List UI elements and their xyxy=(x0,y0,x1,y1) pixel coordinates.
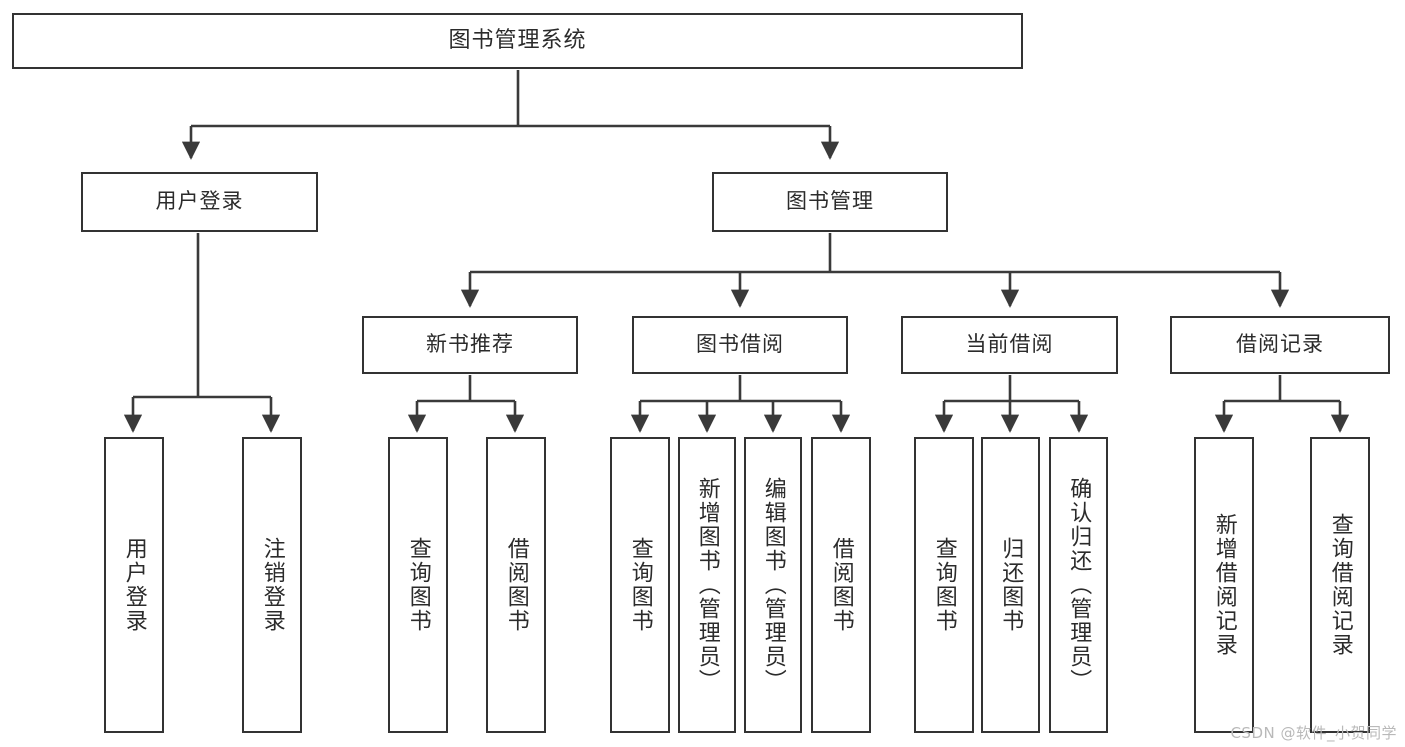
node-label: 确认归还（管理员） xyxy=(1066,477,1092,693)
node-label: 图书管理系统 xyxy=(448,27,587,53)
csdn-watermark: CSDN @软件_小贺同学 xyxy=(1230,724,1397,742)
node-label: 新增借阅记录 xyxy=(1211,513,1237,657)
node-label: 借阅图书 xyxy=(503,537,529,633)
leaf-query-borrow-record[interactable]: 查询借阅记录 xyxy=(1310,437,1370,733)
node-label: 查询图书 xyxy=(405,537,431,633)
node-root-system[interactable]: 图书管理系统 xyxy=(12,13,1023,69)
node-user-login[interactable]: 用户登录 xyxy=(81,172,318,232)
node-label: 归还图书 xyxy=(998,537,1024,633)
node-label: 新书推荐 xyxy=(426,332,514,357)
leaf-add-borrow-record[interactable]: 新增借阅记录 xyxy=(1194,437,1254,733)
leaf-borrow-book[interactable]: 借阅图书 xyxy=(811,437,871,733)
node-label: 查询图书 xyxy=(931,537,957,633)
node-label: 图书管理 xyxy=(786,189,874,214)
leaf-add-book-admin[interactable]: 新增图书（管理员） xyxy=(678,437,736,733)
leaf-borrow-book-recommend[interactable]: 借阅图书 xyxy=(486,437,546,733)
leaf-query-book-current[interactable]: 查询图书 xyxy=(914,437,974,733)
leaf-edit-book-admin[interactable]: 编辑图书（管理员） xyxy=(744,437,802,733)
node-label: 新增图书（管理员） xyxy=(694,477,720,693)
node-label: 图书借阅 xyxy=(696,332,784,357)
node-label: 借阅记录 xyxy=(1236,332,1324,357)
node-label: 查询借阅记录 xyxy=(1327,513,1353,657)
node-book-borrow[interactable]: 图书借阅 xyxy=(632,316,848,374)
node-label: 当前借阅 xyxy=(965,332,1054,357)
node-label: 借阅图书 xyxy=(828,537,854,633)
leaf-logout[interactable]: 注销登录 xyxy=(242,437,302,733)
node-label: 编辑图书（管理员） xyxy=(760,477,786,693)
leaf-return-book[interactable]: 归还图书 xyxy=(981,437,1040,733)
node-label: 用户登录 xyxy=(155,189,244,214)
leaf-query-book-recommend[interactable]: 查询图书 xyxy=(388,437,448,733)
node-label: 注销登录 xyxy=(259,537,285,633)
leaf-query-book-borrow[interactable]: 查询图书 xyxy=(610,437,670,733)
leaf-user-login[interactable]: 用户登录 xyxy=(104,437,164,733)
leaf-confirm-return-admin[interactable]: 确认归还（管理员） xyxy=(1049,437,1108,733)
node-label: 用户登录 xyxy=(121,537,147,633)
node-book-manage[interactable]: 图书管理 xyxy=(712,172,948,232)
node-current-borrow[interactable]: 当前借阅 xyxy=(901,316,1118,374)
node-label: 查询图书 xyxy=(627,537,653,633)
node-borrow-record[interactable]: 借阅记录 xyxy=(1170,316,1390,374)
node-new-book-recommend[interactable]: 新书推荐 xyxy=(362,316,578,374)
